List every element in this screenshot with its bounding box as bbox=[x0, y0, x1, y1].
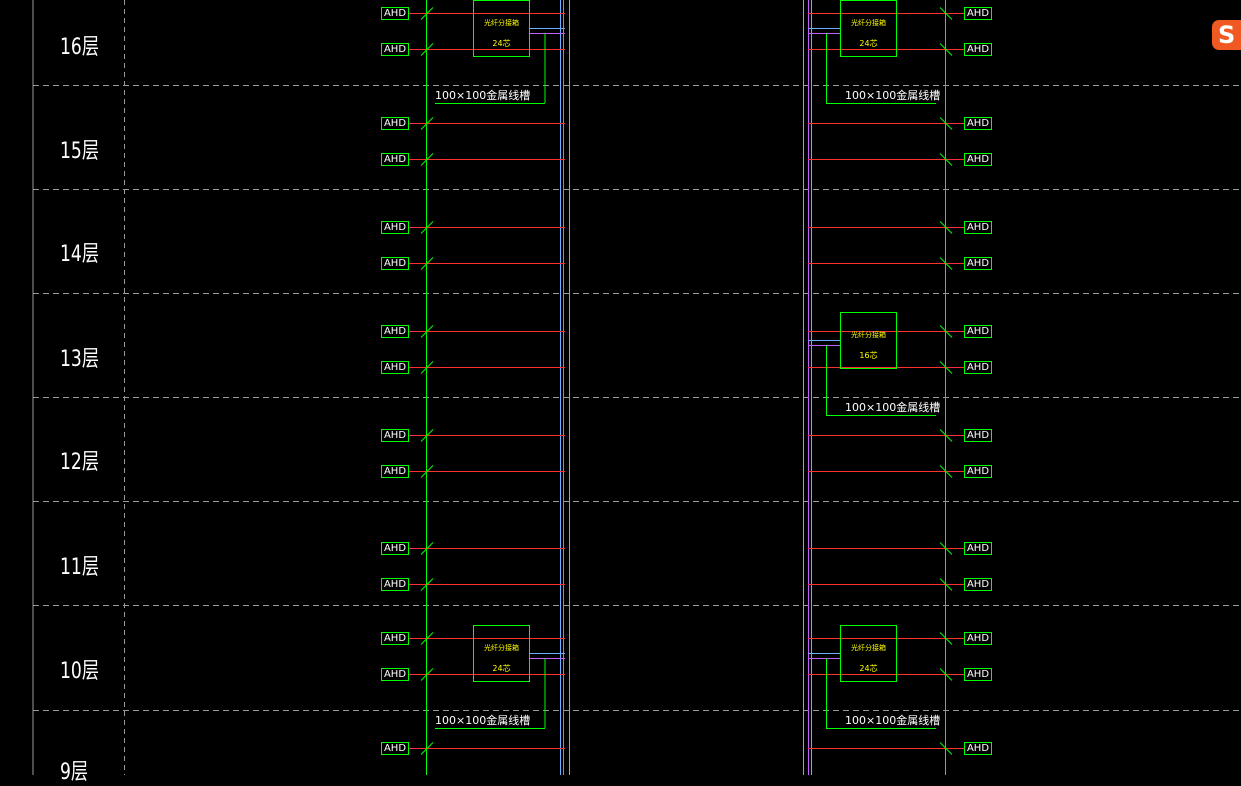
left-cable-tick bbox=[420, 742, 434, 755]
left-cable-tick bbox=[420, 153, 434, 166]
outlet-ahd-right: AHD bbox=[964, 632, 992, 645]
left-cable-tick bbox=[420, 325, 434, 338]
right-cable-tick bbox=[939, 578, 953, 591]
splice-box-title: 光纤分接箱 bbox=[484, 644, 519, 652]
splice-box-cores: 16芯 bbox=[859, 351, 878, 360]
right-cable-tick bbox=[939, 43, 953, 56]
splice-box: 光纤分接箱 24芯 bbox=[473, 625, 530, 682]
floor-label: 12层 bbox=[60, 450, 99, 475]
outlet-ahd-right: AHD bbox=[964, 7, 992, 20]
outlet-ahd-right: AHD bbox=[964, 43, 992, 56]
outlet-ahd-left: AHD bbox=[381, 325, 409, 338]
splice-box: 光纤分接箱 24芯 bbox=[840, 0, 897, 57]
splice-box: 光纤分接箱 16芯 bbox=[840, 312, 897, 369]
outlet-ahd-right: AHD bbox=[964, 668, 992, 681]
splice-box-title: 光纤分接箱 bbox=[484, 19, 519, 27]
right-cable-tick bbox=[939, 361, 953, 374]
left-cable-tick bbox=[420, 668, 434, 681]
left-cable-tick bbox=[420, 221, 434, 234]
tray-label: 100×100金属线槽 bbox=[435, 714, 531, 727]
right-cable-tick bbox=[939, 668, 953, 681]
outlet-ahd-right: AHD bbox=[964, 117, 992, 130]
left-cable-tick bbox=[420, 542, 434, 555]
right-cable-tick bbox=[939, 429, 953, 442]
outlet-ahd-left: AHD bbox=[381, 632, 409, 645]
outlet-ahd-right: AHD bbox=[964, 578, 992, 591]
right-cable-tick bbox=[939, 465, 953, 478]
floor-label: 10层 bbox=[60, 659, 99, 684]
outlet-ahd-right: AHD bbox=[964, 153, 992, 166]
right-cable-tick bbox=[939, 542, 953, 555]
outlet-ahd-right: AHD bbox=[964, 361, 992, 374]
outlet-ahd-left: AHD bbox=[381, 465, 409, 478]
left-cable-tick bbox=[420, 429, 434, 442]
left-cable-tick bbox=[420, 43, 434, 56]
right-cable-tick bbox=[939, 7, 953, 20]
right-cable-tick bbox=[939, 742, 953, 755]
outlet-ahd-right: AHD bbox=[964, 325, 992, 338]
right-cable-tick bbox=[939, 153, 953, 166]
floor-label: 16层 bbox=[60, 35, 99, 60]
floor-label: 9层 bbox=[60, 760, 89, 785]
outlet-ahd-left: AHD bbox=[381, 221, 409, 234]
outlet-ahd-left: AHD bbox=[381, 43, 409, 56]
outlet-ahd-left: AHD bbox=[381, 429, 409, 442]
splice-box-cores: 24芯 bbox=[492, 664, 511, 673]
left-cable-tick bbox=[420, 578, 434, 591]
tray-label: 100×100金属线槽 bbox=[845, 714, 941, 727]
splice-box-title: 光纤分接箱 bbox=[851, 19, 886, 27]
left-cable-tick bbox=[420, 465, 434, 478]
floor-label: 15层 bbox=[60, 139, 99, 164]
outlet-ahd-left: AHD bbox=[381, 117, 409, 130]
outlet-ahd-right: AHD bbox=[964, 429, 992, 442]
left-cable-tick bbox=[420, 361, 434, 374]
splice-box: 光纤分接箱 24芯 bbox=[473, 0, 530, 57]
splice-box-cores: 24芯 bbox=[859, 39, 878, 48]
splice-box: 光纤分接箱 24芯 bbox=[840, 625, 897, 682]
splice-box-cores: 24芯 bbox=[492, 39, 511, 48]
outlet-ahd-left: AHD bbox=[381, 578, 409, 591]
outlet-ahd-left: AHD bbox=[381, 542, 409, 555]
floor-label: 11层 bbox=[60, 555, 99, 580]
right-cable-tick bbox=[939, 325, 953, 338]
outlet-ahd-right: AHD bbox=[964, 742, 992, 755]
outlet-ahd-right: AHD bbox=[964, 257, 992, 270]
right-cable-tick bbox=[939, 117, 953, 130]
splice-box-title: 光纤分接箱 bbox=[851, 644, 886, 652]
right-cable-tick bbox=[939, 221, 953, 234]
outlet-ahd-right: AHD bbox=[964, 542, 992, 555]
outlet-ahd-left: AHD bbox=[381, 361, 409, 374]
outlet-ahd-left: AHD bbox=[381, 153, 409, 166]
outlet-ahd-left: AHD bbox=[381, 742, 409, 755]
tray-label: 100×100金属线槽 bbox=[845, 401, 941, 414]
left-cable-tick bbox=[420, 117, 434, 130]
tray-label: 100×100金属线槽 bbox=[435, 89, 531, 102]
outlet-ahd-right: AHD bbox=[964, 465, 992, 478]
app-logo-icon: S bbox=[1212, 20, 1241, 50]
left-cable-tick bbox=[420, 7, 434, 20]
tray-label: 100×100金属线槽 bbox=[845, 89, 941, 102]
splice-box-cores: 24芯 bbox=[859, 664, 878, 673]
outlet-ahd-right: AHD bbox=[964, 221, 992, 234]
right-cable-tick bbox=[939, 257, 953, 270]
outlet-ahd-left: AHD bbox=[381, 7, 409, 20]
left-cable-tick bbox=[420, 632, 434, 645]
floor-label: 14层 bbox=[60, 242, 99, 267]
splice-box-title: 光纤分接箱 bbox=[851, 331, 886, 339]
outlet-ahd-left: AHD bbox=[381, 668, 409, 681]
outlet-ahd-left: AHD bbox=[381, 257, 409, 270]
left-cable-tick bbox=[420, 257, 434, 270]
right-cable-tick bbox=[939, 632, 953, 645]
floor-label: 13层 bbox=[60, 347, 99, 372]
